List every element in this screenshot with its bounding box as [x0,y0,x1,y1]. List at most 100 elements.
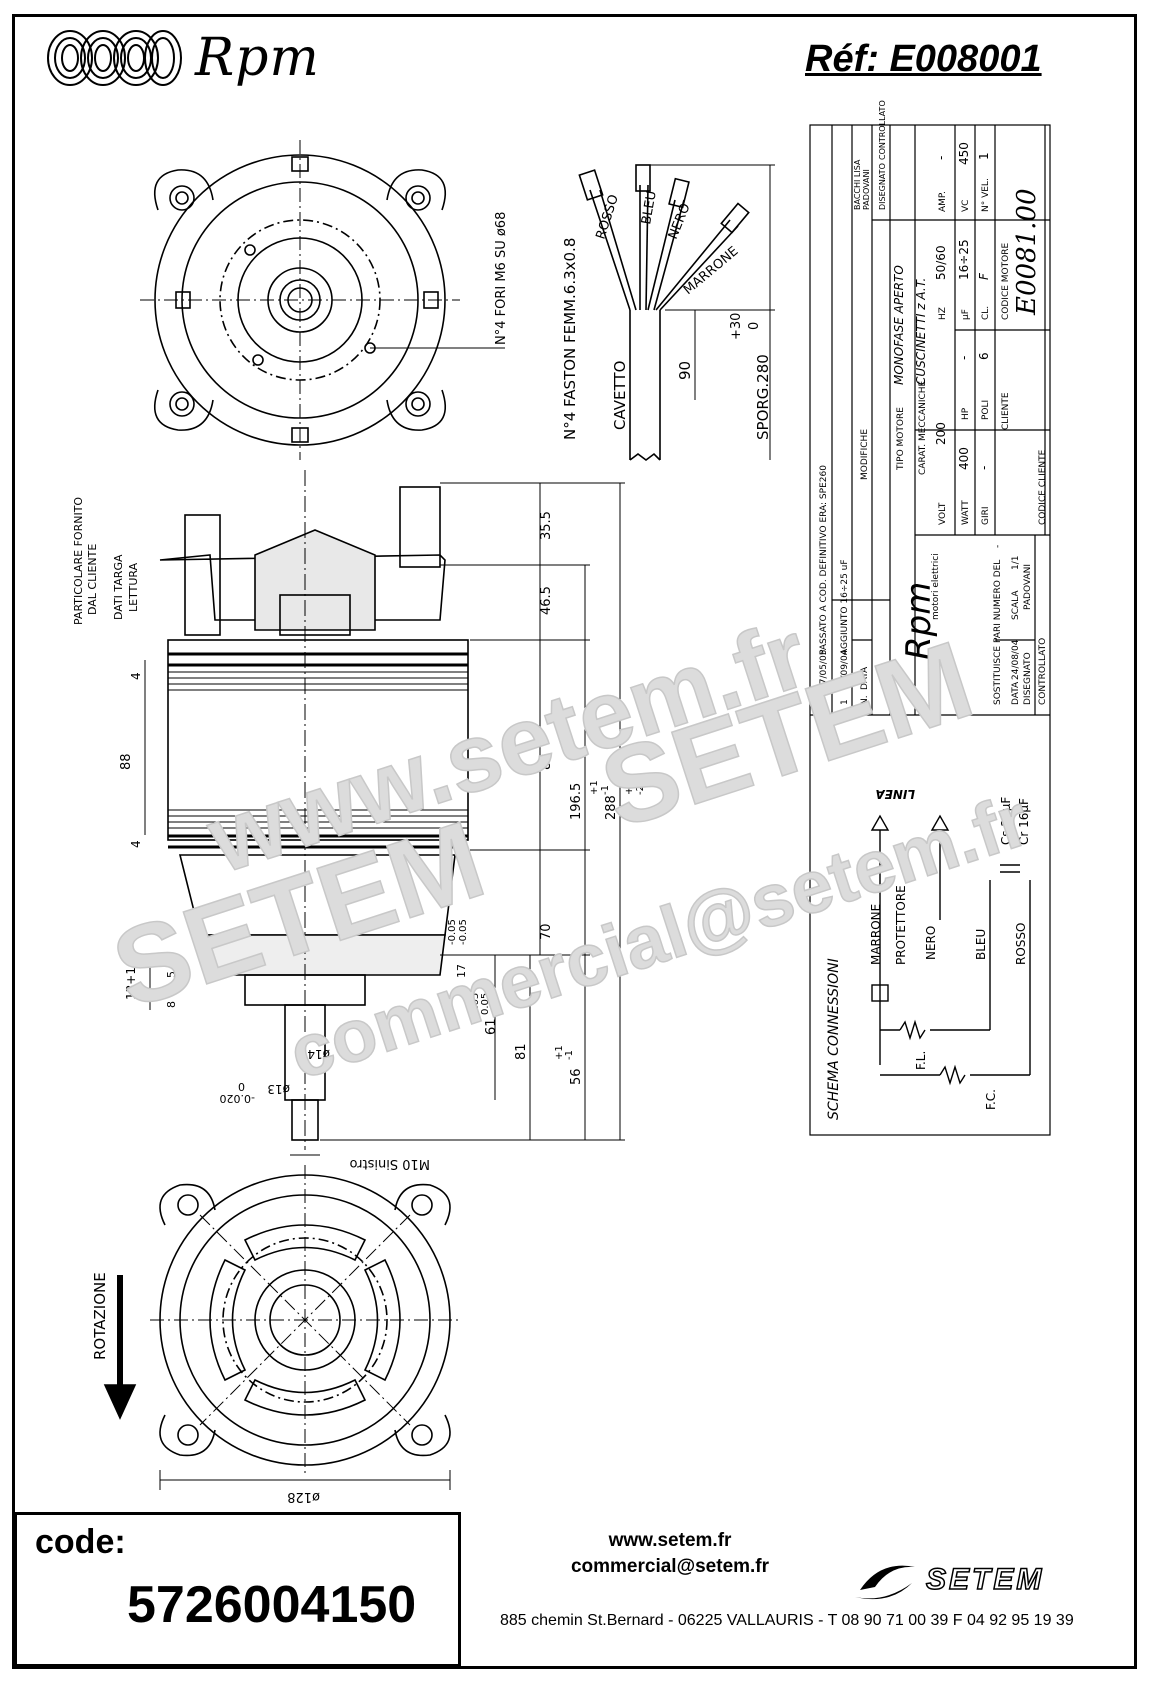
rev2-date: 27/05/05 [819,650,829,690]
cs-label: Cs 25µF [999,797,1013,845]
tol-288-plus: +2 [624,780,635,795]
label-marrone: MARRONE [869,904,883,965]
date-value: 24/08/04 [1011,639,1021,680]
setem-logo: SETEM [850,1555,1044,1605]
rev1-n: 1 [840,699,850,705]
code-box: code: 5726004150 [14,1512,461,1667]
setem-swoosh-icon [855,1565,915,1600]
poli-value: 6 [977,352,991,360]
protrusion-tol-plus: +30 [729,313,744,340]
title-block [809,124,1051,1136]
label-nero: NERO [924,926,938,960]
dim-61: 61 [484,1018,499,1035]
vel-value: 1 [977,152,991,160]
dim-8: 8 [165,1001,178,1008]
tol-lower-2: 0.05 [480,993,491,1015]
cable-length: 90 [676,361,694,380]
cl-value: F [977,272,991,280]
tol-upper-1: -0.05 [447,919,458,945]
watt-label: WATT [961,500,971,525]
fl-label: F.L. [914,1051,928,1070]
shaft-tol-1: -0.020 [220,1092,255,1105]
hp-value: - [957,356,971,360]
rev2-text: PASSATO A COD. DEFINITIVO ERA: SPE260 [819,465,829,655]
client-label: CLIENTE [1001,392,1011,430]
customer-part-2: DAL CLIENTE [86,544,99,615]
tol-196-plus: +1 [589,780,600,795]
nameplate-1: DATI TARGA [112,554,125,620]
brand-sub: motori elettrici [931,553,941,620]
label-bleu: BLEU [974,929,988,960]
watt-value: 400 [957,447,971,470]
dimension-lines [144,482,625,1156]
wiring-schematic [870,814,1031,1086]
motor-type: MONOFASE APERTO [892,265,906,385]
sig-bacchi: BACCHI LISA [853,159,862,210]
dim-5: 5 [165,971,178,978]
code-label: code: [35,1523,126,1561]
dim-4-top: 4 [129,672,143,680]
giri-value: - [977,466,991,470]
wire-label-rosso: ROSSO [594,193,622,241]
replaces-value: - [993,545,1003,548]
rev2-n: 2 [819,699,829,705]
tol-196-minus: -1 [600,785,611,795]
motor-code: E0081.00 [1012,189,1042,317]
dim-17: 17 [455,964,468,978]
hz-value: 50/60 [934,245,948,280]
protrusion-tol-minus: 0 [747,322,762,330]
vc-value: 450 [957,142,971,165]
scale-value: 1/1 [1011,556,1021,570]
uf-label: µF [961,309,971,320]
cl-label: CL. [981,306,991,320]
mech-value: CUSCINETTI z A.T. [914,278,928,385]
giri-label: GIRI [981,506,991,525]
motor-code-label: CODICE MOTORE [1001,243,1011,320]
website-link[interactable]: www.setem.fr [608,1530,732,1551]
scale-label: SCALA [1011,590,1021,620]
tol-lower-1: 0.05 [470,993,481,1015]
vel-label: N° VEL. [981,178,991,212]
rotation-arrow-icon [103,1275,137,1420]
contact-block: www.setem.fr commercial@setem.fr [520,1528,820,1580]
wire-label-marrone: MARRONE [681,244,741,298]
coil-logo-icon [47,30,182,86]
email-link[interactable]: commercial@setem.fr [570,1556,770,1577]
faston-note: N°4 FASTON FEMM.6.3x0.8 [561,238,579,440]
motor-type-label: TIPO MOTORE [896,407,906,471]
tol-56-plus: +1 [554,1045,565,1060]
client-code-label: CODICE CLIENTE [1038,449,1048,525]
date-label: DATA [1011,681,1021,705]
drawn-value: PADOVANI [1023,564,1033,610]
title-block-brand: Rpm [899,582,939,660]
reference-number: Réf: E008001 [805,38,1042,80]
amp-value: - [934,156,948,160]
label-rosso: ROSSO [1014,923,1028,965]
rev1-text: AGGIUNTO 16÷25 uF [840,559,850,655]
motor-side-section [159,470,469,1150]
wire-label-bleu: BLEU [639,190,660,226]
customer-part-1: PARTICOLARE FORNITO [72,497,85,625]
motor-bottom-view [150,1165,460,1490]
rev1-date: 14/09/04 [840,649,850,690]
cable-label: CAVETTO [611,361,629,430]
holes-note: N°4 FORI M6 SU ø68 [494,212,509,345]
shaft-dia-14: ø14.7 [296,1047,330,1061]
wire-leads [578,164,775,461]
schematic-title: SCHEMA CONNESSIONI [826,958,842,1120]
shaft-dia-13: ø13 [267,1082,290,1096]
dim-81: 81 [514,1043,529,1060]
volt-label: VOLT [938,502,948,525]
replaces-label: SOSTITUISCE PARI NUMERO DEL [993,560,1003,705]
setem-brand: SETEM [925,1562,1045,1597]
volt-value: 200 [934,422,948,445]
sig-drawn: DISEGNATO [878,163,887,210]
dim-88: 88 [119,753,134,770]
base-diameter: ø128 [287,1489,320,1504]
rev-header-date: DATA [860,666,870,690]
tol-288-minus: -2 [635,785,646,795]
hz-label: HZ [938,307,948,320]
rev-header-n: N. [860,695,870,705]
hp-label: HP [961,407,971,420]
